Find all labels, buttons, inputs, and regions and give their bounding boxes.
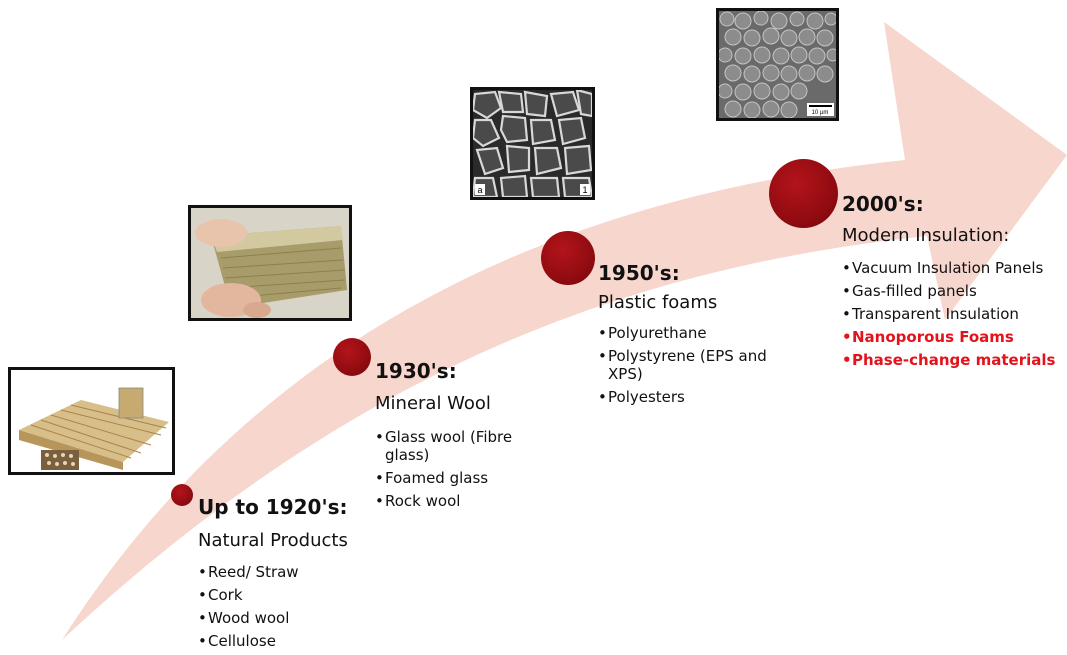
list-item: Gas-filled panels (842, 282, 1064, 300)
thatch-reed-image (11, 370, 172, 472)
mineral-wool-image (191, 208, 349, 318)
list-item: Polyesters (598, 388, 800, 406)
mineral-wool-photo (188, 205, 352, 321)
list-item: Polystyrene (EPS and XPS) (598, 347, 800, 383)
era-1920s-subtitle: Natural Products (198, 530, 348, 552)
list-item: Vacuum Insulation Panels (842, 259, 1064, 277)
list-item: Reed/ Straw (198, 563, 368, 581)
list-item: Transparent Insulation (842, 305, 1064, 323)
era-1920s-list: Reed/ Straw Cork Wood wool Cellulose (198, 563, 368, 655)
micrograph-label-a: a (477, 185, 482, 195)
micrograph-label-1: 1 (582, 185, 587, 195)
micrograph-scale-label: 10 µm (812, 110, 829, 116)
nanoporous-micrograph: 10 µm (716, 8, 839, 121)
era-2000s-list: Vacuum Insulation Panels Gas-filled pane… (842, 259, 1064, 374)
list-item: Glass wool (Fibre glass) (375, 428, 513, 464)
era-2000s-year: 2000's: (842, 193, 924, 215)
thatch-reed-photo (8, 367, 175, 475)
list-item: Cellulose (198, 632, 368, 650)
era-1950s-year: 1950's: (598, 262, 680, 284)
nanoporous-micrograph-image: 10 µm (719, 11, 836, 118)
era-1930s-subtitle: Mineral Wool (375, 393, 491, 415)
era-1930s-year: 1930's: (375, 360, 457, 382)
era-1920s-dot (171, 484, 193, 506)
era-1920s-year: Up to 1920's: (198, 496, 347, 518)
foam-micrograph: a 1 (470, 87, 595, 200)
era-1930s-dot (333, 338, 371, 376)
era-2000s-dot (769, 159, 838, 228)
list-item: Rock wool (375, 492, 513, 510)
era-1950s-dot (541, 231, 595, 285)
list-item: Polyurethane (598, 324, 800, 342)
foam-micrograph-image: a 1 (473, 90, 592, 197)
list-item: Wood wool (198, 609, 368, 627)
list-item-highlighted: Nanoporous Foams (842, 328, 1064, 346)
era-1950s-list: Polyurethane Polystyrene (EPS and XPS) P… (598, 324, 800, 411)
list-item: Cork (198, 586, 368, 604)
era-2000s-subtitle: Modern Insulation: (842, 225, 1009, 247)
list-item: Foamed glass (375, 469, 513, 487)
era-1950s-subtitle: Plastic foams (598, 292, 717, 314)
list-item-highlighted: Phase-change materials (842, 351, 1064, 369)
era-1930s-list: Glass wool (Fibre glass) Foamed glass Ro… (375, 428, 513, 515)
